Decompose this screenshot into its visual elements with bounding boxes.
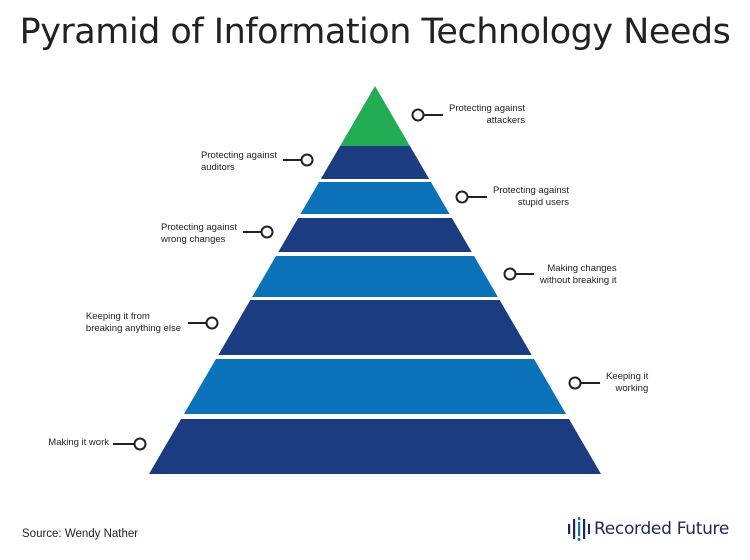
pyramid-layer [300,182,450,214]
recorded-future-logo-icon [568,517,590,541]
pyramid-layer [320,146,430,179]
pyramid-layer [183,359,567,414]
brand-logo: Recorded Future [568,516,729,542]
brand-name: Recorded Future [594,519,730,539]
pyramid-layer [149,419,601,474]
connector-marker [300,153,314,167]
connector-marker [455,190,469,204]
pyramid-layer [218,300,532,355]
connector-marker [133,437,147,451]
page-title: Pyramid of Information Technology Needs [19,12,731,52]
connector-marker [503,267,517,281]
pyramid-layer [278,218,472,252]
pyramid-layer [252,256,498,297]
connector-marker [568,376,582,390]
source-credit: Source: Wendy Nather [22,528,139,540]
connector-marker [205,316,219,330]
connector-marker [411,108,425,122]
connector-marker [260,225,274,239]
pyramid-layer [340,86,410,146]
layer-label: Making it work [48,437,109,448]
